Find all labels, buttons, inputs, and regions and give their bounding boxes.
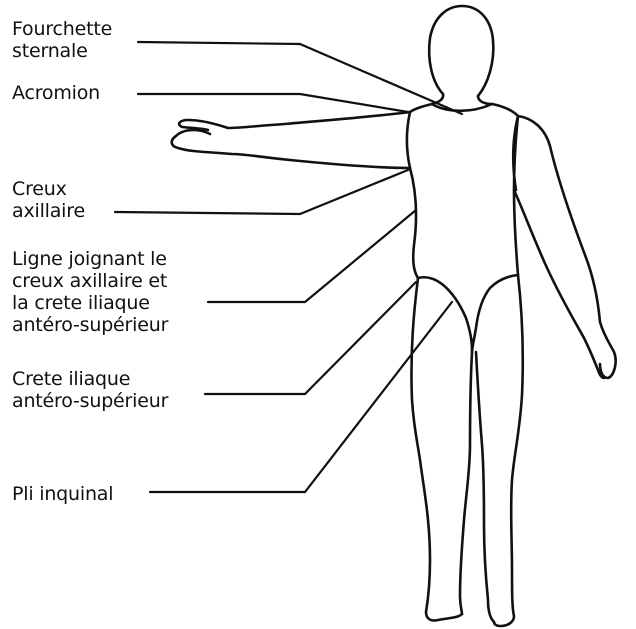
hanging-arm-outer — [518, 116, 616, 378]
label-crete-iliaque: Crete iliaque antéro-supérieur — [12, 368, 168, 412]
label-line: Fourchette — [12, 18, 112, 40]
label-ligne-joignant: Ligne joignant le creux axillaire et la … — [12, 248, 168, 336]
right-leg-outer — [494, 275, 523, 626]
leader-pli — [150, 302, 452, 492]
left-leg-inner — [460, 352, 472, 614]
label-pli-inguinal: Pli inquinal — [12, 483, 113, 505]
hip-line-right — [472, 275, 518, 352]
hanging-arm-inner — [514, 190, 604, 378]
label-creux-axillaire: Creux axillaire — [12, 178, 85, 222]
leader-creux — [115, 170, 408, 214]
label-acromion: Acromion — [12, 82, 100, 104]
label-line: Crete iliaque — [12, 368, 168, 390]
label-line: Ligne joignant le — [12, 248, 168, 270]
left-leg-outer — [411, 278, 462, 621]
arm-lower-edge — [172, 130, 410, 168]
right-leg-inner — [476, 352, 494, 622]
leader-ligne — [208, 210, 416, 302]
label-line: creux axillaire et — [12, 270, 168, 292]
torso-right-outline — [478, 96, 518, 275]
label-line: antéro-supérieur — [12, 314, 168, 336]
label-line: antéro-supérieur — [12, 390, 168, 412]
body-outline — [172, 6, 616, 626]
head-outline — [429, 6, 493, 96]
leader-acromion — [138, 94, 408, 112]
hip-line — [418, 277, 472, 350]
label-line: Acromion — [12, 82, 100, 104]
label-line: sternale — [12, 40, 112, 62]
label-line: Creux — [12, 178, 85, 200]
label-line: Pli inquinal — [12, 483, 113, 505]
arm-upper-edge — [179, 112, 410, 130]
leader-fourchette — [138, 42, 462, 114]
label-line: la crete iliaque — [12, 292, 168, 314]
label-line: axillaire — [12, 200, 85, 222]
torso-left-outline — [407, 94, 443, 278]
label-fourchette-sternale: Fourchette sternale — [12, 18, 112, 62]
